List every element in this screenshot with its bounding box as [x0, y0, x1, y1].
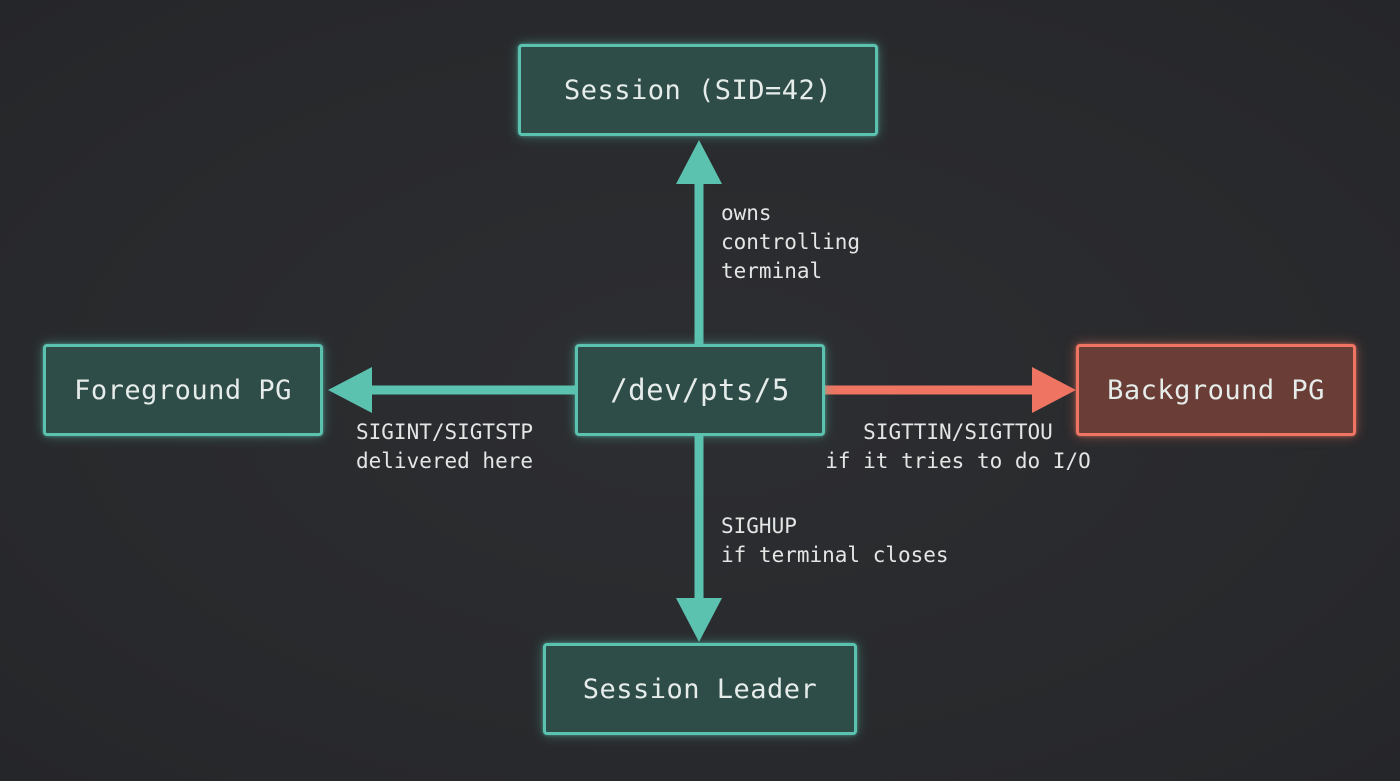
arrowhead-to-leader: [676, 598, 722, 642]
edge-label-line: if it tries to do I/O: [825, 449, 1091, 473]
arrowhead-to-session: [676, 140, 722, 184]
arrowhead-to-foreground: [328, 367, 372, 413]
edge-label-line: SIGINT/SIGTSTP: [356, 420, 534, 444]
background-pg-node: Background PG: [1076, 344, 1356, 436]
edge-label-leader: SIGHUP if terminal closes: [721, 512, 949, 570]
edge-label-line: if terminal closes: [721, 543, 949, 567]
edge-label-line: delivered here: [356, 449, 534, 473]
edge-label-line: SIGTTIN/SIGTTOU: [863, 420, 1053, 444]
edge-label-session: owns controlling terminal: [721, 199, 860, 286]
foreground-pg-node: Foreground PG: [43, 344, 323, 436]
edge-label-background: SIGTTIN/SIGTTOU if it tries to do I/O: [812, 418, 1104, 476]
arrowhead-to-background: [1032, 367, 1076, 413]
edge-label-foreground: SIGINT/SIGTSTP delivered here: [356, 418, 533, 476]
edge-label-line: controlling: [721, 230, 861, 254]
session-node: Session (SID=42): [518, 44, 878, 136]
edge-label-line: SIGHUP: [721, 514, 797, 538]
session-leader-node: Session Leader: [543, 643, 857, 735]
edge-label-line: terminal: [721, 259, 823, 283]
edge-label-line: owns: [721, 201, 772, 225]
controlling-terminal-node: /dev/pts/5: [575, 344, 825, 436]
